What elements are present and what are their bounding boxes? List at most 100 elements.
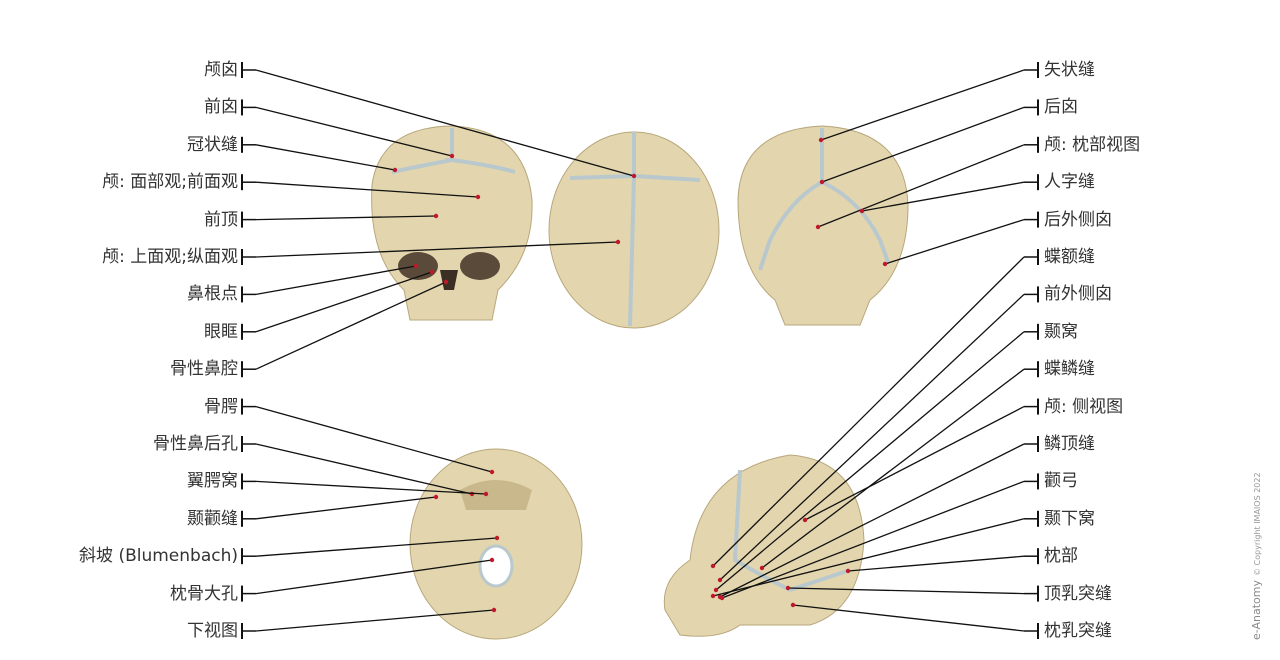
- anatomy-point-dot: [443, 279, 449, 285]
- anatomy-point-dot: [413, 263, 419, 269]
- leader-line: [255, 215, 437, 221]
- leader-line: [255, 443, 473, 495]
- leader-line: [721, 480, 1025, 599]
- anatomy-point-dot: [433, 494, 439, 500]
- leader-line: [255, 537, 498, 557]
- structure-label[interactable]: 顶乳突缝: [1044, 583, 1112, 604]
- structure-label[interactable]: 后外侧囟: [1044, 209, 1112, 230]
- anatomy-point-dot: [615, 239, 621, 245]
- structure-label[interactable]: 颅: 上面观;纵面观: [102, 247, 238, 267]
- leader-line: [861, 181, 1025, 212]
- structure-label[interactable]: 颞窝: [1044, 321, 1078, 342]
- structure-label[interactable]: 鳞顶缝: [1044, 434, 1095, 454]
- anatomy-point-dot: [790, 602, 796, 608]
- leader-line: [255, 480, 487, 495]
- structure-label[interactable]: 蝶额缝: [1044, 247, 1095, 267]
- leader-line: [255, 281, 447, 370]
- leader-line: [255, 106, 453, 157]
- leader-line: [817, 144, 1025, 228]
- anatomy-point-dot: [815, 224, 821, 230]
- structure-label[interactable]: 矢状缝: [1044, 60, 1095, 80]
- structure-label[interactable]: 鼻根点: [187, 284, 238, 305]
- structure-label[interactable]: 翼腭窝: [187, 471, 238, 492]
- anatomy-point-dot: [882, 261, 888, 267]
- leader-line: [255, 69, 635, 177]
- leader-line: [761, 368, 1025, 569]
- structure-label[interactable]: 前囟: [204, 97, 238, 118]
- anatomy-point-dot: [449, 153, 455, 159]
- structure-label[interactable]: 颧弓: [1044, 471, 1078, 492]
- structure-label[interactable]: 骨性鼻后孔: [153, 434, 238, 454]
- structure-label[interactable]: 颞下窝: [1044, 508, 1095, 529]
- anatomy-point-dot: [483, 491, 489, 497]
- structure-label[interactable]: 冠状缝: [187, 134, 238, 155]
- anatomy-point-dot: [759, 565, 765, 571]
- copyright-text: © Copyright IMAIOS 2022: [1253, 472, 1262, 576]
- structure-label[interactable]: 枕乳突缝: [1044, 621, 1112, 641]
- skull-top-view: [548, 131, 720, 329]
- leader-line: [792, 604, 1025, 632]
- structure-label[interactable]: 后囟: [1044, 97, 1078, 118]
- anatomy-point-dot: [433, 213, 439, 219]
- leader-line: [719, 443, 1025, 598]
- structure-label[interactable]: 前顶: [204, 209, 238, 230]
- leader-line: [821, 106, 1025, 183]
- leader-line: [255, 265, 417, 296]
- anatomy-point-dot: [491, 607, 497, 613]
- leader-line: [712, 256, 1025, 567]
- anatomy-point-dot: [713, 587, 719, 593]
- structure-label[interactable]: 颅囟: [204, 60, 238, 80]
- anatomy-point-dot: [429, 269, 435, 275]
- anatomy-point-dot: [710, 593, 716, 599]
- structure-label[interactable]: 颅: 侧视图: [1044, 396, 1124, 417]
- leader-line: [255, 144, 396, 171]
- skull-front-view: [371, 125, 533, 321]
- leader-line: [820, 69, 1025, 141]
- structure-label[interactable]: 颅: 枕部视图: [1044, 134, 1141, 155]
- anatomy-point-dot: [631, 173, 637, 179]
- structure-label[interactable]: 下视图: [187, 621, 238, 641]
- anatomy-point-dot: [392, 167, 398, 173]
- anatomy-point-dot: [469, 491, 475, 497]
- structure-label[interactable]: 斜坡 (Blumenbach): [79, 546, 238, 567]
- leader-line: [255, 181, 479, 198]
- anatomy-point-dot: [818, 137, 824, 143]
- structure-label[interactable]: 蝶鳞缝: [1044, 359, 1095, 380]
- structure-label[interactable]: 骨性鼻腔: [170, 359, 238, 380]
- anatomy-point-dot: [489, 557, 495, 563]
- structure-label[interactable]: 颅: 面部观;前面观: [102, 172, 238, 193]
- structure-label[interactable]: 颞颧缝: [187, 508, 238, 529]
- anatomy-point-dot: [785, 585, 791, 591]
- anatomy-point-dot: [475, 194, 481, 200]
- anatomy-point-dot: [819, 179, 825, 185]
- leader-line: [884, 218, 1025, 265]
- leader-line: [719, 293, 1025, 581]
- anatomy-point-dot: [494, 535, 500, 541]
- leader-line: [255, 271, 433, 333]
- leader-lines: [241, 62, 1039, 639]
- anatomy-point-dot: [719, 595, 725, 601]
- leader-line: [255, 496, 437, 520]
- leader-line: [255, 559, 493, 595]
- anatomy-point-dot: [845, 568, 851, 574]
- structure-label[interactable]: 枕骨大孔: [170, 583, 238, 604]
- leader-line: [715, 331, 1025, 591]
- structure-label[interactable]: 骨腭: [204, 396, 238, 417]
- leader-line: [712, 518, 1025, 597]
- leader-line: [255, 241, 619, 258]
- structure-label[interactable]: 枕部: [1044, 546, 1078, 567]
- leader-line: [255, 609, 495, 632]
- anatomy-point-dot: [802, 517, 808, 523]
- leader-line: [804, 406, 1025, 521]
- structure-label[interactable]: 人字缝: [1044, 172, 1095, 193]
- leader-line: [787, 587, 1025, 595]
- leader-line: [255, 405, 493, 473]
- leader-line: [847, 555, 1025, 572]
- anatomy-point-dot: [489, 469, 495, 475]
- anatomy-point-dot: [859, 208, 865, 214]
- structure-label[interactable]: 眼眶: [204, 321, 238, 342]
- brand-logo-text: e-Anatomy: [1250, 579, 1263, 640]
- structure-label[interactable]: 前外侧囟: [1044, 284, 1112, 305]
- anatomy-point-dot: [717, 577, 723, 583]
